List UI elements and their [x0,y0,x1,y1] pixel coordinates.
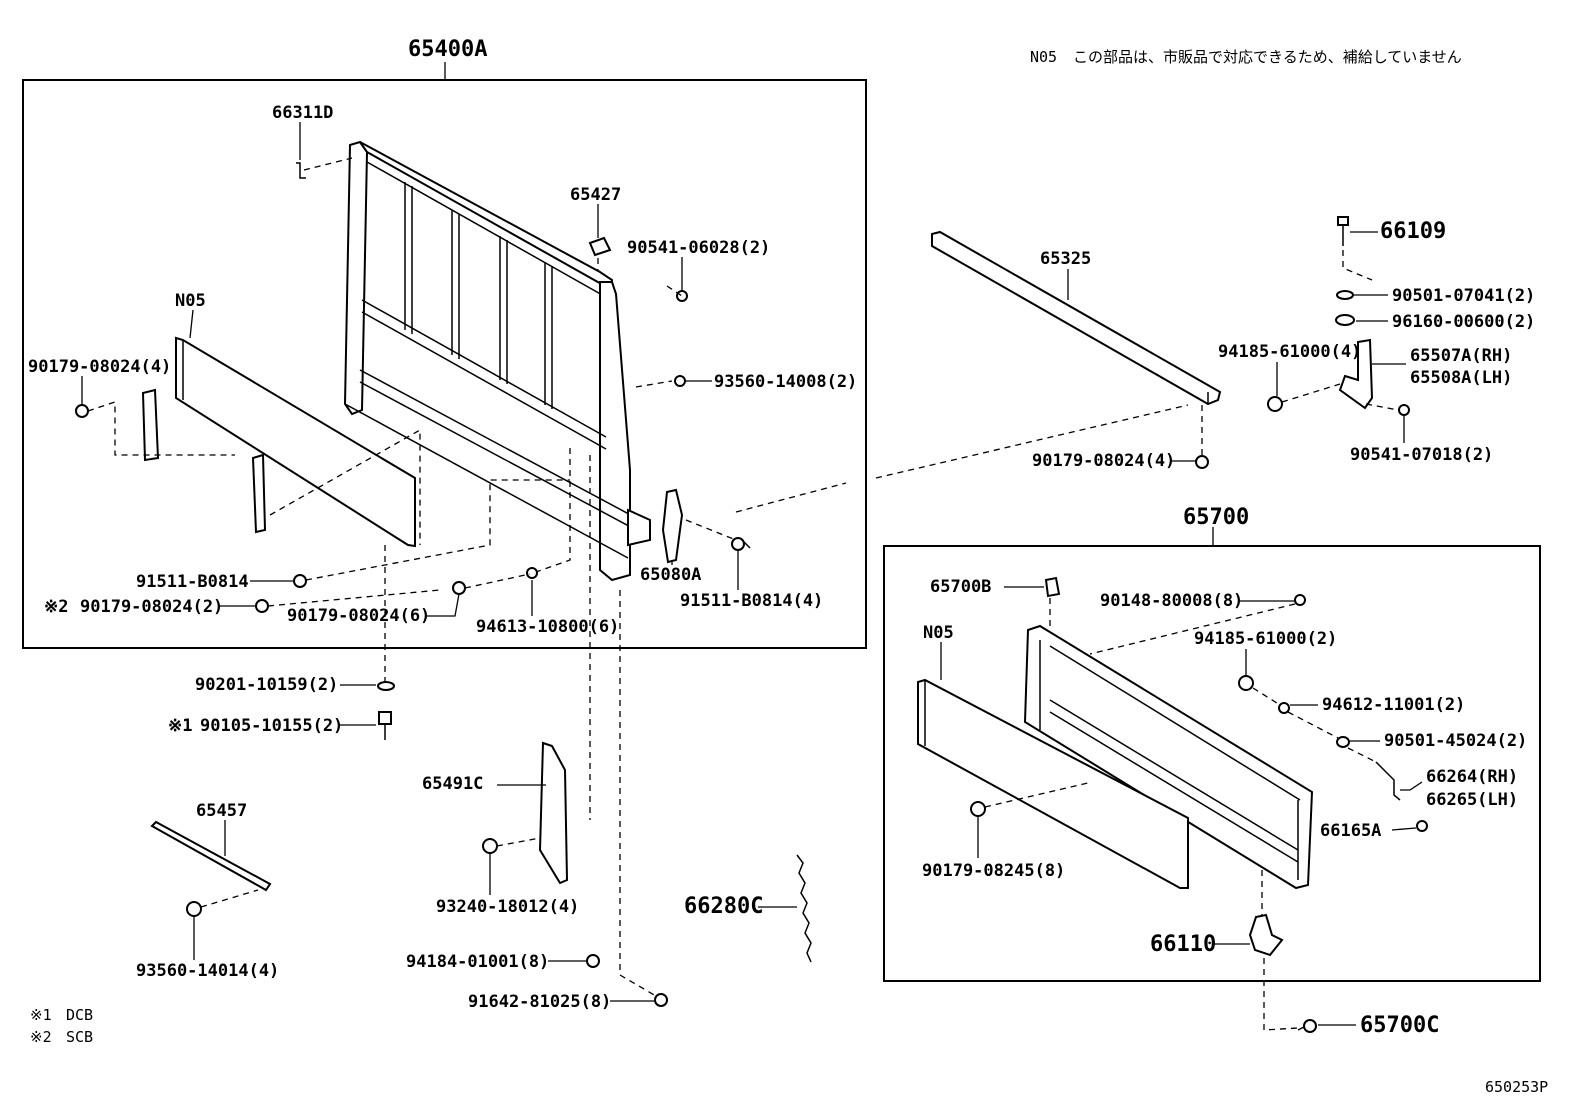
footnote-1-text: DCB [66,1006,93,1024]
nut-90179-08024-6-icon [452,581,466,595]
label-90179-08024-4b: 90179-08024(4) [1032,451,1175,471]
label-65700c: 65700C [1360,1013,1439,1038]
footnote-2-text: SCB [66,1028,93,1046]
label-65427: 65427 [570,185,621,205]
label-90148-80008: 90148-80008(8) [1100,591,1243,611]
note-code: N05 [1030,48,1057,66]
tailgate-group-box [883,545,1541,982]
bracket-left-upper [141,388,160,462]
label-65325: 65325 [1040,249,1091,269]
label-n05-front: N05 [175,291,206,311]
label-66265: 66265(LH) [1426,790,1518,810]
label-94184-01001: 94184-01001(8) [406,952,549,972]
ref1-mark: ※1 [168,716,192,736]
label-93560-14008: 93560-14008(2) [714,372,857,392]
washer-94612-11001-icon [1278,702,1290,714]
plate-65457 [150,820,272,892]
nut-94185-61000-4-icon [1267,396,1283,412]
label-90105-10155: 90105-10155(2) [200,716,343,736]
bracket-left-lower [251,453,267,534]
label-96160-00600: 96160-00600(2) [1392,312,1535,332]
label-91642-81025: 91642-81025(8) [468,992,611,1012]
nut-90179-08024-4-icon [75,404,89,418]
label-65700b: 65700B [930,577,991,597]
cap-65700b-icon [1044,576,1061,598]
label-90179-08024-6: 90179-08024(6) [287,606,430,626]
label-66110: 66110 [1150,932,1216,957]
cap-65427-icon [588,236,612,257]
bolt-66109-icon [1337,216,1349,246]
clip-66311d-icon [296,162,306,179]
screw-93560-14014-icon [186,901,202,917]
cushion-90541-07018-icon [1398,404,1410,416]
tailgate-group-label: 65700 [1183,505,1249,530]
bolt-90105-10155-icon [378,711,392,740]
label-66264: 66264(RH) [1426,767,1518,787]
knob-66165a-icon [1416,820,1428,832]
label-65491c: 65491C [422,774,483,794]
tailgate-frame [1023,624,1314,890]
label-93560-14014: 93560-14014(4) [136,961,279,981]
label-66311d: 66311D [272,103,333,123]
label-66109: 66109 [1380,219,1446,244]
label-90179-08245: 90179-08245(8) [922,861,1065,881]
label-91511-b0814-4: 91511-B0814(4) [680,591,823,611]
label-90501-07041: 90501-07041(2) [1392,286,1535,306]
rod-66264-icon [1375,761,1401,801]
bolt-65700c-icon [1297,1019,1317,1033]
bolt-91642-81025-icon [654,993,668,1007]
label-90501-45024: 90501-45024(2) [1384,731,1527,751]
label-90541-07018: 90541-07018(2) [1350,445,1493,465]
label-90201-10159: 90201-10159(2) [195,675,338,695]
cushion-90541-06028-icon [676,290,688,302]
ref2-mark: ※2 [44,597,68,617]
bolt-91511-b0814-icon [293,574,307,588]
washer-96160-00600-icon [1335,314,1355,326]
label-94613-10800: 94613-10800(6) [476,617,619,637]
label-91511-b0814: 91511-B0814 [136,572,249,592]
hinge-bracket-65507a [1338,338,1374,410]
label-93240-18012: 93240-18012(4) [436,897,579,917]
washer-94613-10800-icon [526,567,538,579]
chain-66280c-icon [796,854,812,963]
bolt-91511-b0814-4-icon [731,537,751,551]
bracket-65491c [538,741,569,885]
label-65507a: 65507A(RH) [1410,346,1512,366]
washer-90201-10159-icon [377,681,395,691]
rail-65325 [931,230,1222,406]
label-n05-tail: N05 [923,623,954,643]
label-65080a: 65080A [640,565,701,585]
label-66165a: 66165A [1320,821,1381,841]
label-90179-08024-2: 90179-08024(2) [80,597,223,617]
label-65508a: 65508A(LH) [1410,368,1512,388]
footnote-2-mark: ※2 [30,1028,52,1046]
label-94185-61000-4: 94185-61000(4) [1218,342,1361,362]
hook-65080a-icon [661,488,684,564]
label-90541-06028: 90541-06028(2) [627,238,770,258]
clip-90148-80008-icon [1294,594,1306,606]
nut-94184-01001-icon [586,954,600,968]
label-94185-61000-2: 94185-61000(2) [1194,629,1337,649]
spring-90501-45024-icon [1336,736,1350,748]
nut-90179-08024-4b-icon [1195,455,1209,469]
label-65457: 65457 [196,801,247,821]
nut-94185-61000-2-icon [1238,675,1254,691]
front-panel-frame [343,140,651,582]
footnote-1-mark: ※1 [30,1006,52,1024]
latch-66110 [1248,913,1284,957]
label-94612-11001: 94612-11001(2) [1322,695,1465,715]
label-90179-08024-4: 90179-08024(4) [28,357,171,377]
front-board-n05 [175,336,416,548]
figure-code: 650253P [1485,1078,1548,1096]
label-66280c: 66280C [684,894,763,919]
spring-washer-90501-07041-icon [1336,290,1354,300]
nut-90179-08245-icon [970,801,986,817]
front-panel-group-label: 65400A [408,37,487,62]
note-text: この部品は、市販品で対応できるため、補給していません [1073,48,1462,66]
bolt-93240-18012-icon [482,838,498,854]
screw-93560-14008-icon [674,375,686,387]
nut-90179-08024-2-icon [255,599,269,613]
